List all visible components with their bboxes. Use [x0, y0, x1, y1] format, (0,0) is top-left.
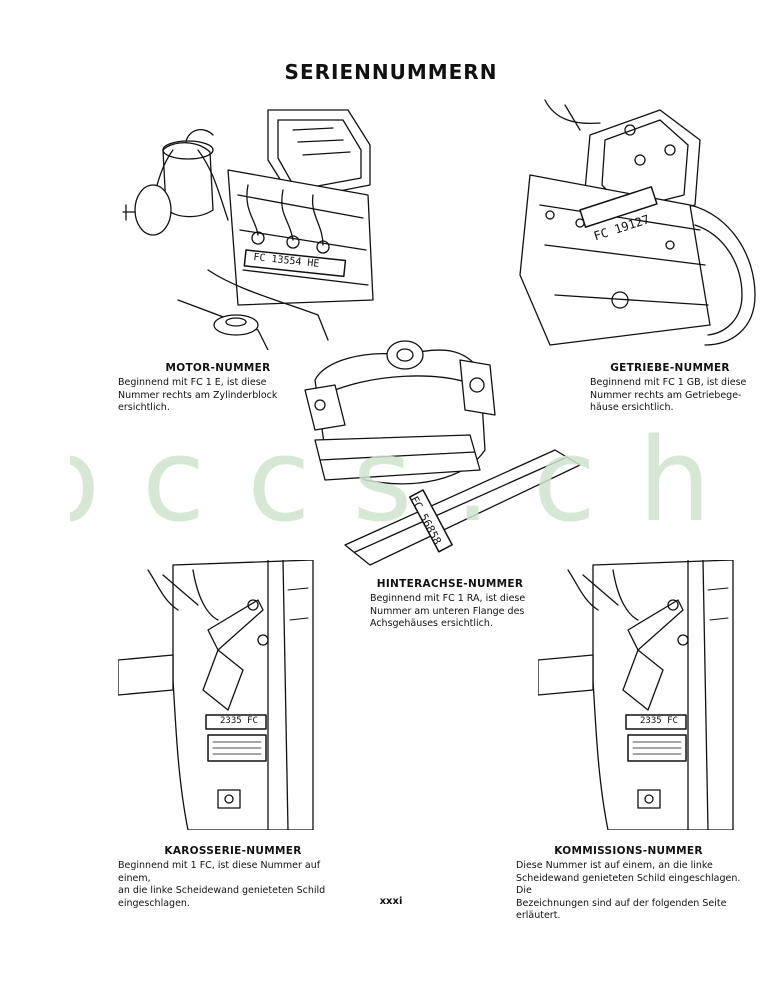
hinterachse-line-1: Beginnend mit FC 1 RA, ist diese — [370, 593, 526, 604]
getriebe-heading: GETRIEBE-NUMMER — [610, 362, 730, 374]
kommission-caption: KOMMISSIONS-NUMMER Diese Nummer ist auf … — [516, 845, 741, 923]
kommission-heading: KOMMISSIONS-NUMMER — [554, 845, 703, 857]
kommission-line-2: Scheidewand genieteten Schild eingeschla… — [516, 872, 741, 897]
body-number-plate-left: 2335 FC — [220, 716, 258, 726]
body-number-plate-right: 2335 FC — [640, 716, 678, 726]
getriebe-caption: GETRIEBE-NUMMER Beginnend mit FC 1 GB, i… — [590, 362, 750, 415]
hinterachse-line-3: Achsgehäuses ersichtlich. — [370, 618, 493, 629]
karosserie-line-3: eingeschlagen. — [118, 897, 190, 909]
engine-illustration: FC 13554 HE — [118, 100, 388, 350]
kommission-line-3: Bezeichnungen sind auf der folgenden Sei… — [516, 897, 727, 909]
kommission-line-1: Diese Nummer ist auf einem, an die linke — [516, 860, 713, 871]
page-title: SERIENNUMMERN — [284, 60, 498, 84]
hinterachse-heading: HINTERACHSE-NUMMER — [376, 578, 524, 590]
getriebe-line-2: Nummer rechts am Getriebege- — [590, 389, 742, 401]
hinterachse-caption: HINTERACHSE-NUMMER Beginnend mit FC 1 RA… — [370, 578, 530, 631]
karosserie-caption: KAROSSERIE-NUMMER Beginnend mit 1 FC, is… — [118, 845, 348, 910]
karosserie-line-2: an die linke Scheidewand genieteten Schi… — [118, 885, 326, 896]
hinterachse-line-2: Nummer am unteren Flange des — [370, 605, 525, 617]
motor-line-1: Beginnend mit FC 1 E, ist diese — [118, 377, 267, 388]
motor-line-3: ersichtlich. — [118, 402, 170, 413]
getriebe-line-1: Beginnend mit FC 1 GB, ist diese — [590, 377, 747, 388]
rear-axle-illustration: FC 56858 — [295, 330, 585, 580]
body-bulkhead-illustration-left: 2335 FC — [118, 560, 318, 830]
karosserie-heading: KAROSSERIE-NUMMER — [164, 845, 302, 857]
kommission-line-4: erläutert. — [516, 910, 561, 921]
body-bulkhead-illustration-right: 2335 FC — [538, 560, 738, 830]
motor-caption: MOTOR-NUMMER Beginnend mit FC 1 E, ist d… — [118, 362, 318, 415]
getriebe-line-3: häuse ersichtlich. — [590, 402, 674, 413]
page-number: xxxi — [379, 896, 403, 907]
gearbox-illustration: FC 19127 — [510, 95, 760, 355]
motor-heading: MOTOR-NUMMER — [165, 362, 271, 374]
motor-line-2: Nummer rechts am Zylinderblock — [118, 389, 278, 401]
karosserie-line-1: Beginnend mit 1 FC, ist diese Nummer auf… — [118, 860, 321, 884]
